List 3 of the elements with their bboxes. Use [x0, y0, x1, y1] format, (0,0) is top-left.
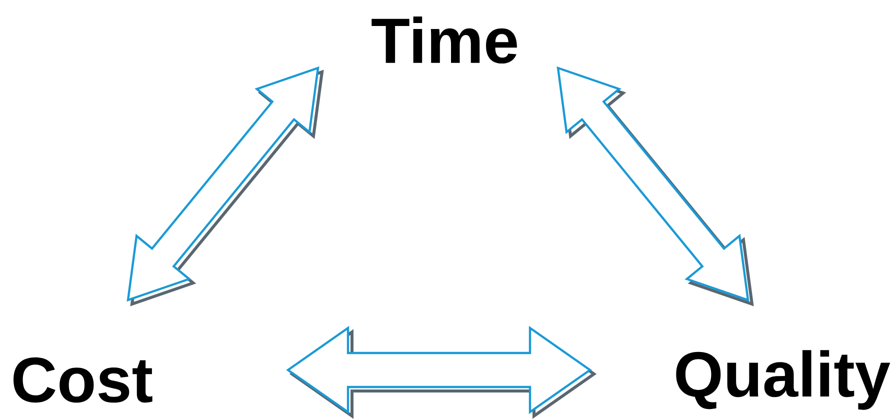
node-label: Quality	[676, 350, 890, 410]
node-label: Cost	[14, 357, 152, 403]
node-label: Time	[372, 16, 517, 64]
